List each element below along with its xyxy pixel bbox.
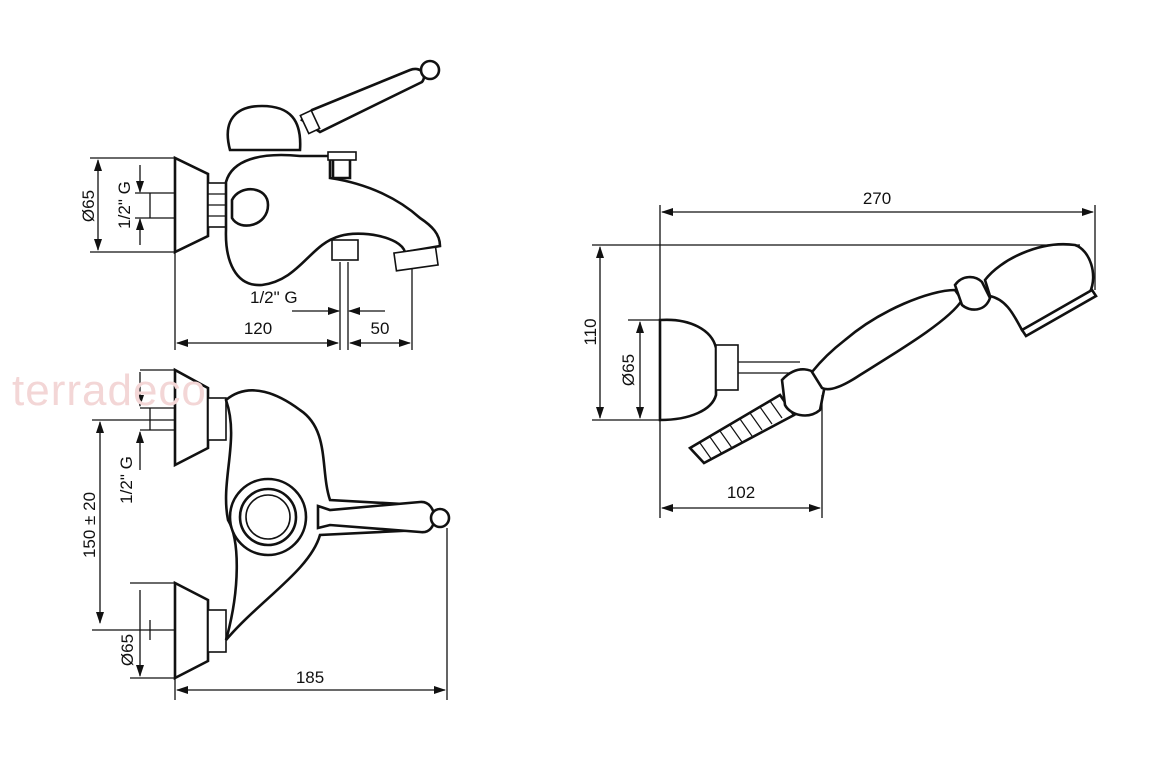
top-flange-diameter-label: Ø65 — [118, 634, 137, 666]
top-inlet-thread-label: 1/2" G — [117, 456, 136, 504]
mixer-cap — [226, 104, 302, 152]
spout-thread-label: 1/2" G — [250, 288, 298, 307]
spout-offset-label: 50 — [371, 319, 390, 338]
wall-holder — [658, 318, 718, 422]
hand-shower-dimensions: 270 110 Ø65 102 — [581, 189, 1096, 518]
shower-handle — [810, 288, 964, 391]
total-depth-label: 185 — [296, 668, 324, 687]
flange-diameter-label: Ø65 — [79, 190, 98, 222]
center-distance-label: 150 ± 20 — [80, 492, 99, 558]
front-view-dimensions: Ø65 1/2" G 1/2" G 120 50 — [79, 157, 413, 350]
top-view-dimensions: 1/2" G 150 ± 20 Ø65 185 — [80, 369, 448, 700]
wall-flange — [173, 155, 210, 255]
shower-head — [983, 242, 1095, 332]
holder-diameter-label: Ø65 — [619, 354, 638, 386]
inlet-thread-label: 1/2" G — [115, 181, 134, 229]
lever-handle — [299, 67, 426, 134]
holder-projection-label: 102 — [727, 483, 755, 502]
shower-height-label: 110 — [581, 318, 600, 345]
length-to-spout-label: 120 — [244, 319, 272, 338]
front-view-mixer — [173, 59, 442, 287]
hand-shower — [658, 242, 1098, 465]
spout-outlet-thread — [331, 239, 359, 261]
shower-length-label: 270 — [863, 189, 891, 208]
spout-outlet — [393, 246, 439, 272]
top-view-mixer — [173, 367, 451, 681]
